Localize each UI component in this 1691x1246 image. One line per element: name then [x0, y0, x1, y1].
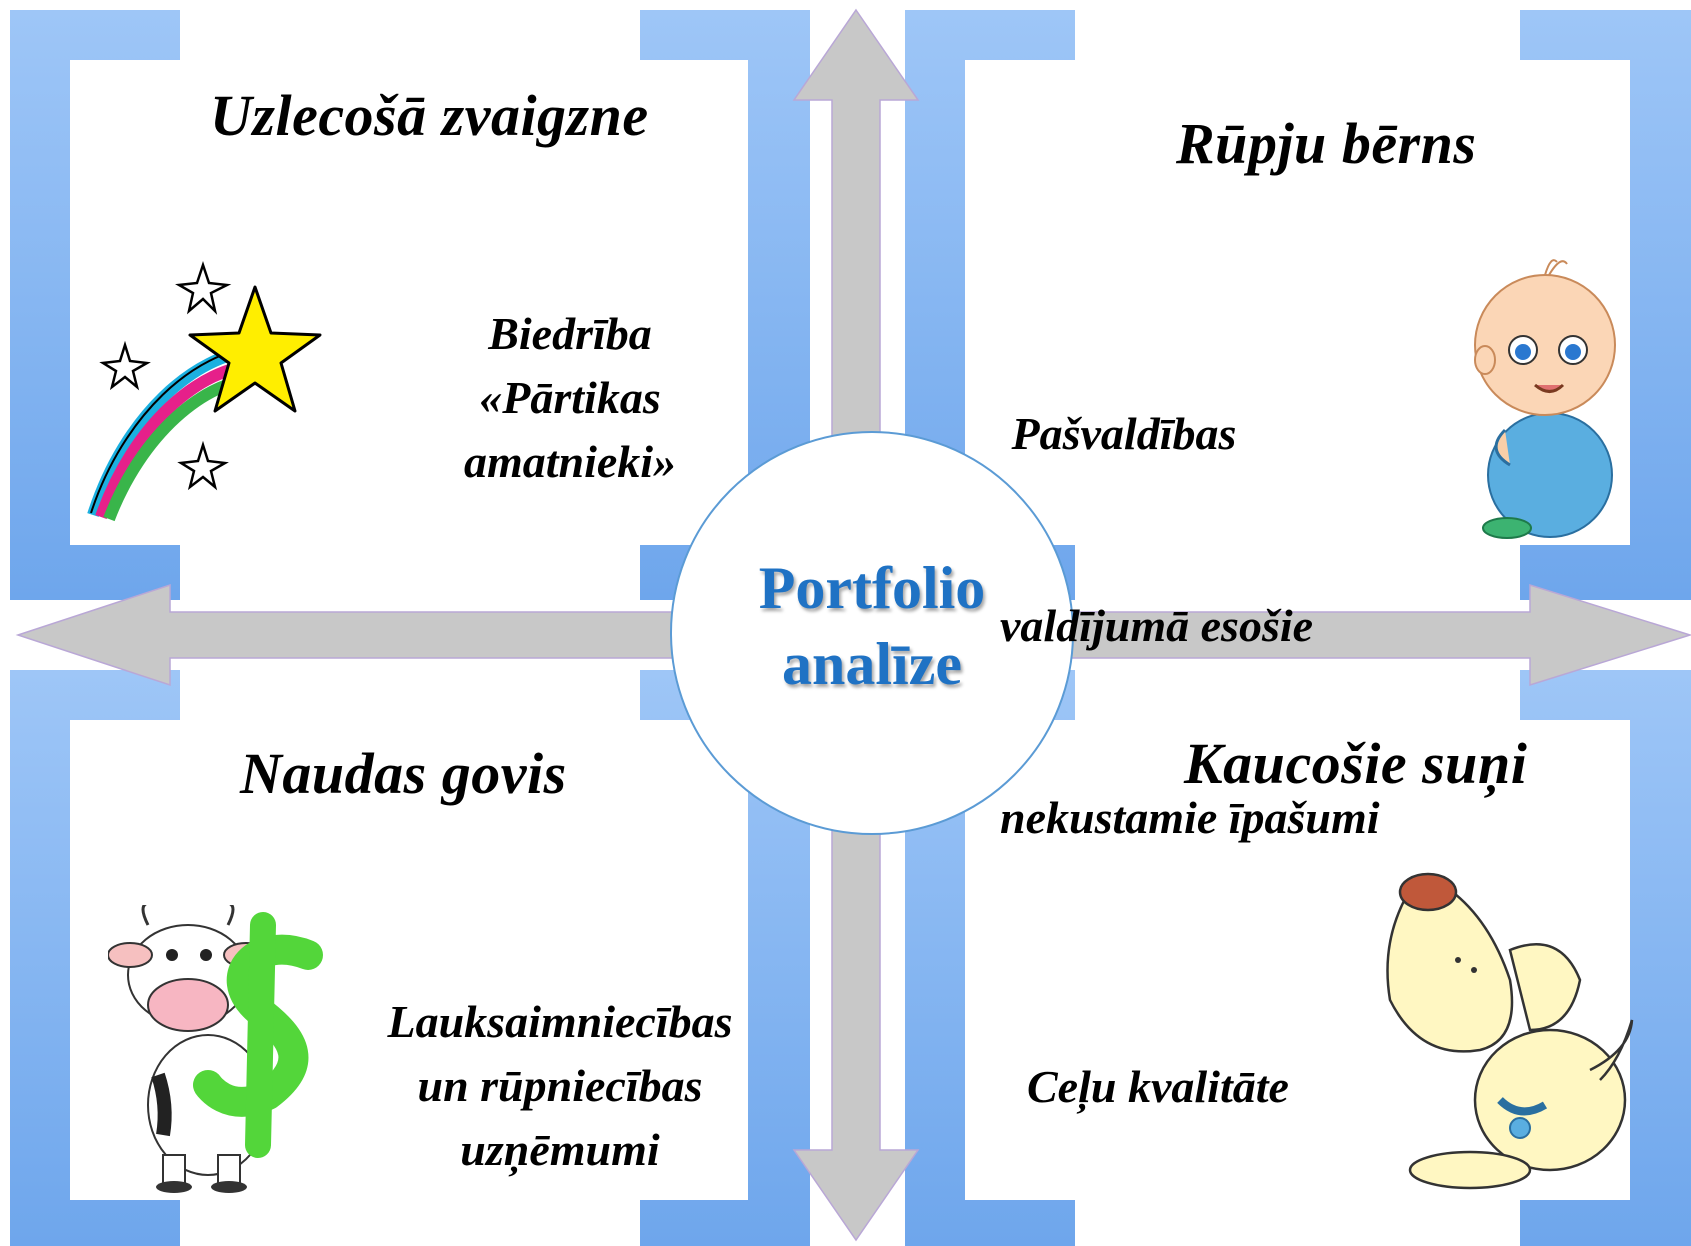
text-line: Biedrība	[488, 308, 652, 359]
quadrant-title-top-right: Rūpju bērns	[1176, 111, 1477, 176]
bracket-bottom-left-right	[640, 670, 810, 1246]
text-line: valdījumā esošie	[1000, 600, 1314, 651]
bracket-top-right-right	[1520, 10, 1691, 600]
text-line: amatnieki»	[463, 436, 677, 487]
text-line: Lauksaimniecības	[387, 996, 733, 1047]
bracket-bottom-left-left	[10, 670, 180, 1246]
cow-dollar-icon	[108, 905, 323, 1193]
center-label: Portfolio analīze	[670, 550, 1074, 702]
text-line: Ceļu kvalitāte	[1027, 1061, 1289, 1112]
text-line: «Pārtikas	[479, 372, 661, 423]
quadrant-text-top-left: Biedrība «Pārtikas amatnieki»	[440, 302, 700, 494]
quadrant-text-bottom-right: Ceļu kvalitāte	[1027, 1055, 1289, 1119]
center-label-line1: Portfolio	[758, 555, 986, 621]
quadrant-title-bottom-left: Naudas govis	[240, 741, 567, 806]
text-line: uzņēmumi	[460, 1124, 660, 1175]
center-circle	[670, 431, 1074, 835]
bracket-bottom-right-right	[1520, 670, 1691, 1246]
baby-icon	[1474, 259, 1616, 539]
quadrant-text-bottom-left: Lauksaimniecības un rūpniecības uzņēmumi	[355, 990, 765, 1182]
quadrant-text-top-right: Pašvaldības valdījumā esošie nekustamie …	[1000, 274, 1380, 978]
center-label-line2: analīze	[782, 631, 962, 697]
text-line: un rūpniecības	[417, 1060, 703, 1111]
text-line: Pašvaldības	[1000, 408, 1237, 459]
quadrant-title-bottom-right: Kaucošie suņi	[1184, 731, 1528, 796]
bracket-top-left-left	[10, 10, 180, 600]
text-line: nekustamie īpašumi	[1000, 792, 1380, 843]
quadrant-title-top-left: Uzlecošā zvaigzne	[210, 83, 649, 148]
bracket-top-left-right	[640, 10, 810, 600]
dog-icon	[1386, 872, 1634, 1190]
shooting-star-icon	[87, 261, 322, 522]
